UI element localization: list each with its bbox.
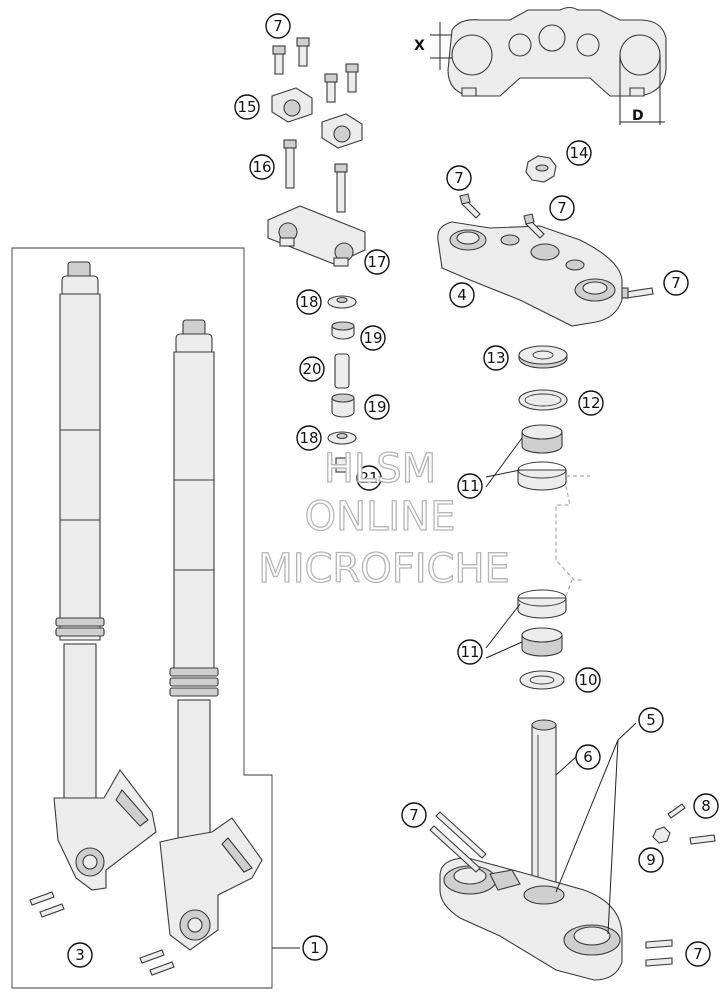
- callout-11-lower: 11: [457, 639, 483, 665]
- svg-text:18: 18: [299, 293, 318, 311]
- callout-11-upper: 11: [457, 473, 483, 499]
- callout-4: 4: [449, 282, 475, 308]
- svg-text:15: 15: [237, 98, 256, 116]
- callout-17: 17: [364, 249, 390, 275]
- callout-18-lower: 18: [296, 425, 322, 451]
- svg-text:6: 6: [583, 748, 593, 766]
- upper-clamp-dimension-view: [447, 6, 667, 97]
- callout-19-upper: 19: [360, 325, 386, 351]
- callout-16: 16: [249, 154, 275, 180]
- svg-text:17: 17: [367, 253, 386, 271]
- svg-text:7: 7: [454, 169, 464, 187]
- watermark: HLSM ONLINE MICROFICHE: [258, 445, 511, 592]
- callout-18-upper: 18: [296, 289, 322, 315]
- svg-text:18: 18: [299, 429, 318, 447]
- steering-nut: [525, 155, 557, 183]
- clamp-bolts-upper: [459, 193, 654, 299]
- callout-5: 5: [638, 707, 664, 733]
- upper-triple-clamp: [437, 221, 623, 327]
- watermark-line-2: ONLINE: [305, 494, 456, 540]
- svg-text:7: 7: [409, 806, 419, 824]
- fork-assembly-frame: [11, 247, 273, 989]
- svg-text:9: 9: [646, 851, 656, 869]
- svg-text:3: 3: [75, 946, 85, 964]
- callout-15: 15: [234, 94, 260, 120]
- svg-text:19: 19: [367, 398, 386, 416]
- svg-text:13: 13: [486, 349, 505, 367]
- fork-leg-left: [53, 261, 157, 891]
- callout-20: 20: [299, 356, 325, 382]
- svg-text:8: 8: [701, 797, 711, 815]
- svg-text:7: 7: [273, 17, 283, 35]
- svg-text:5: 5: [646, 711, 656, 729]
- svg-text:14: 14: [569, 144, 588, 162]
- long-bolts: [283, 139, 348, 213]
- svg-text:20: 20: [302, 360, 321, 378]
- svg-text:10: 10: [578, 671, 597, 689]
- svg-text:21: 21: [359, 469, 378, 487]
- svg-text:1: 1: [310, 939, 320, 957]
- handlebar-clamp-lower: [267, 205, 366, 267]
- fork-leg-right: [159, 319, 263, 951]
- callout-8: 8: [693, 793, 719, 819]
- callout-9: 9: [638, 847, 664, 873]
- callout-21: 21: [356, 465, 382, 491]
- callout-7-lower-right: 7: [685, 941, 711, 967]
- leader-lines: [272, 437, 637, 949]
- callout-19-lower: 19: [364, 394, 390, 420]
- svg-text:12: 12: [581, 394, 600, 412]
- lower-triple-clamp: [439, 719, 623, 981]
- svg-text:11: 11: [460, 643, 479, 661]
- axle-clamp-bolts: [29, 891, 175, 976]
- callout-12: 12: [578, 390, 604, 416]
- callout-7-handlebar: 7: [265, 13, 291, 39]
- svg-text:4: 4: [457, 286, 467, 304]
- handlebar-bolts: [272, 37, 359, 103]
- svg-text:19: 19: [363, 329, 382, 347]
- callout-7-lower-left: 7: [401, 802, 427, 828]
- callout-13: 13: [483, 345, 509, 371]
- steering-head-outline: [555, 475, 590, 597]
- dimension-x-label: X: [414, 38, 425, 54]
- callout-7-clamp-right: 7: [663, 270, 689, 296]
- svg-text:7: 7: [557, 199, 567, 217]
- watermark-line-3: MICROFICHE: [258, 546, 510, 592]
- svg-text:16: 16: [252, 158, 271, 176]
- callout-7-clamp-left: 7: [446, 165, 472, 191]
- callout-6: 6: [575, 744, 601, 770]
- svg-text:7: 7: [671, 274, 681, 292]
- dimension-d-label: D: [632, 108, 644, 124]
- callout-3: 3: [67, 942, 93, 968]
- handlebar-clamp-upper: [271, 87, 363, 149]
- callout-1: 1: [302, 935, 328, 961]
- svg-text:7: 7: [693, 945, 703, 963]
- callout-7-clamp-mid: 7: [549, 195, 575, 221]
- dimension-markers: X D: [414, 22, 665, 125]
- damper-stack: [327, 295, 357, 473]
- callout-14: 14: [566, 140, 592, 166]
- watermark-line-1: HLSM: [324, 446, 436, 492]
- steering-bearings: [517, 345, 568, 690]
- clamp-bolts-lower: [429, 803, 716, 967]
- callout-10: 10: [575, 667, 601, 693]
- svg-text:11: 11: [460, 477, 479, 495]
